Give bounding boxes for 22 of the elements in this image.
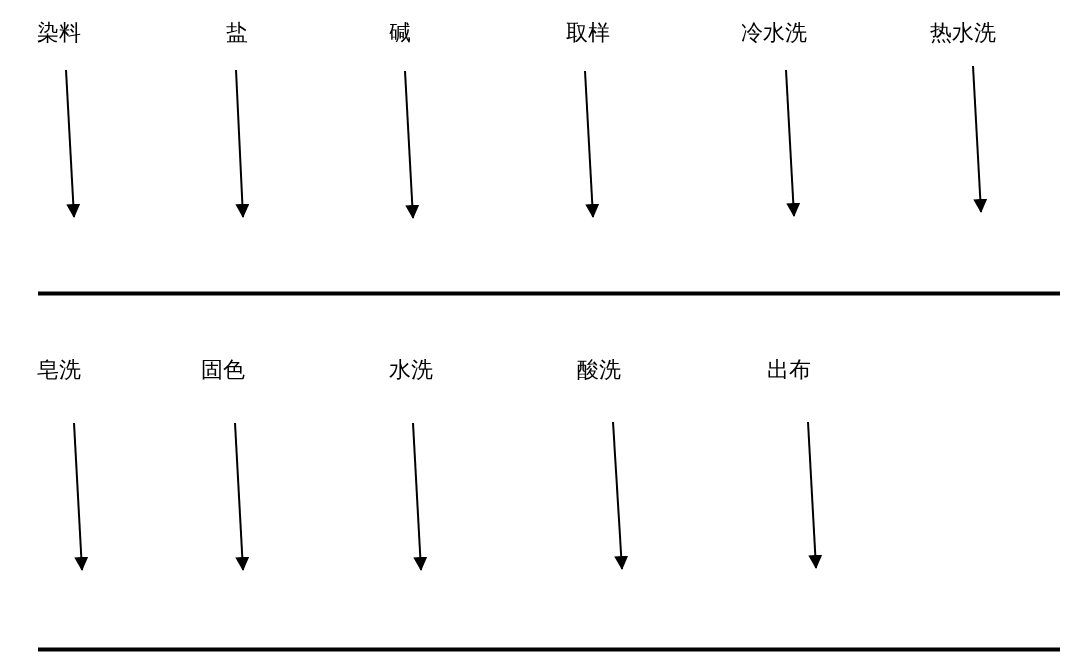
- arrow: [412, 422, 428, 571]
- step-label: 盐: [226, 21, 248, 46]
- step-label: 水洗: [389, 358, 433, 383]
- arrow: [404, 70, 420, 219]
- arrow: [972, 65, 988, 213]
- arrow: [785, 69, 801, 217]
- step-label: 碱: [389, 21, 411, 46]
- arrow: [73, 422, 89, 571]
- arrow: [612, 421, 629, 570]
- arrow: [807, 421, 823, 569]
- step-label: 热水洗: [930, 21, 996, 46]
- arrow: [584, 70, 600, 218]
- step-label: 固色: [201, 358, 245, 383]
- arrow: [65, 69, 81, 218]
- arrow: [234, 422, 250, 571]
- step-label: 出布: [767, 358, 811, 383]
- step-label: 酸洗: [577, 358, 621, 383]
- step-label: 冷水洗: [741, 21, 807, 46]
- step-label: 皂洗: [37, 358, 81, 383]
- arrow: [235, 69, 250, 218]
- step-label: 染料: [37, 21, 81, 46]
- step-label: 取样: [566, 21, 610, 46]
